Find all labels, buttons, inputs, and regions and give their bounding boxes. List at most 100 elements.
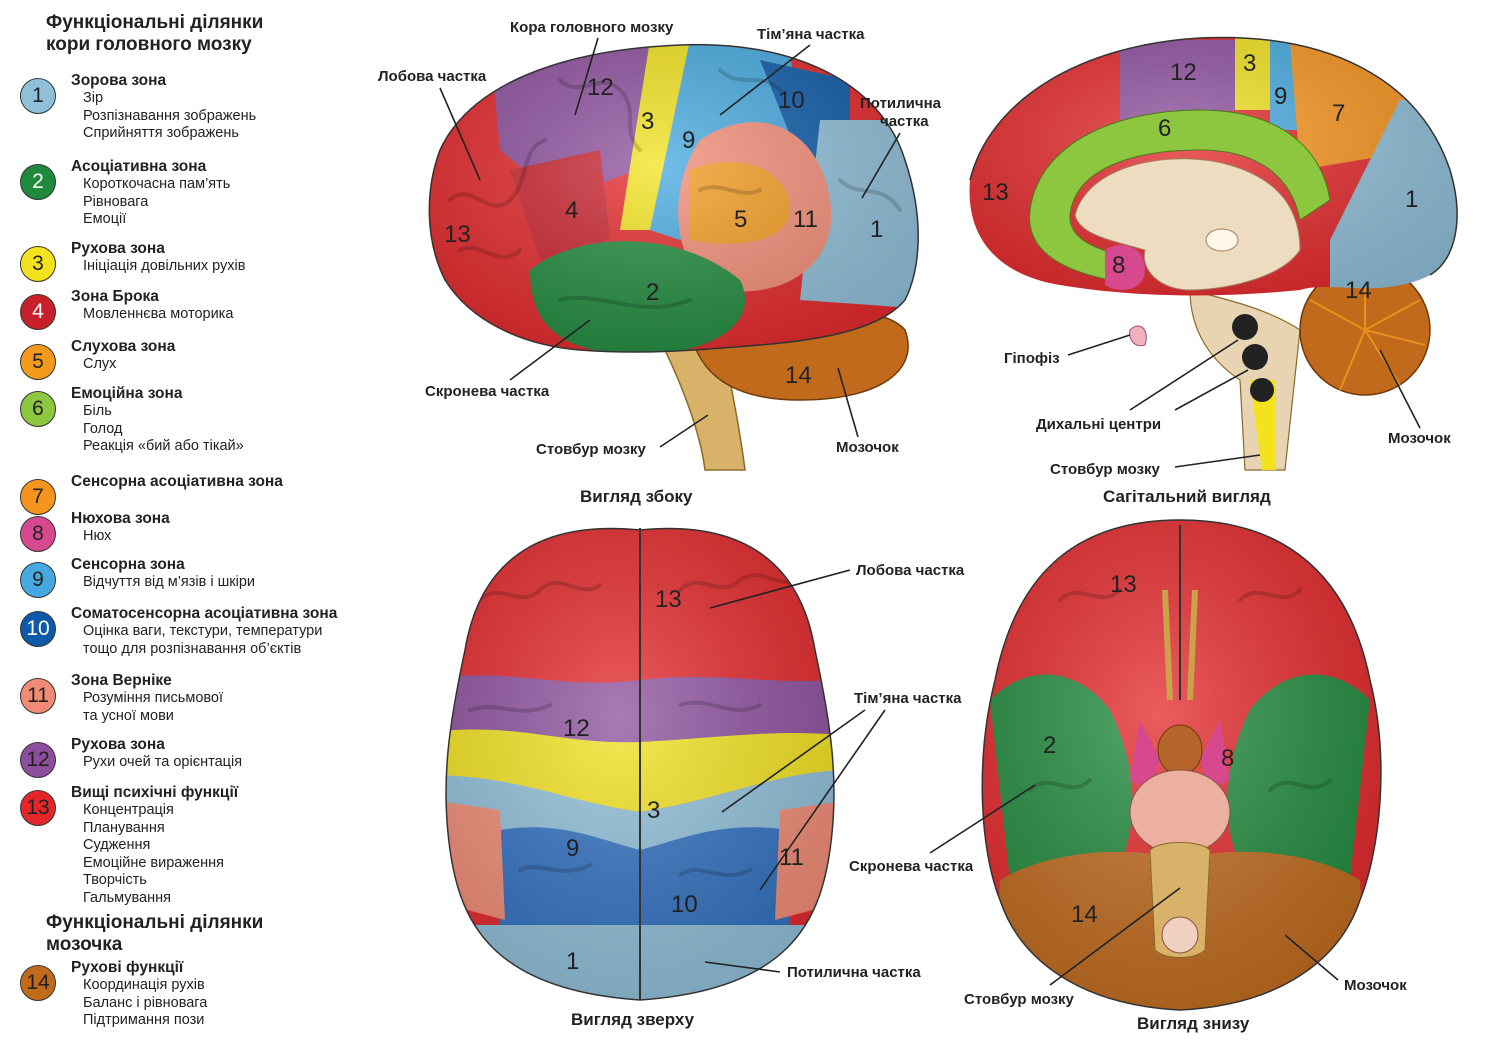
legend-item-title: Рухові функції (71, 959, 184, 976)
legend-item-description: Відчуття від м’язів і шкіри (83, 574, 255, 592)
legend-number-badge: 11 (20, 678, 56, 714)
legend-description-line: та усної мови (83, 707, 174, 724)
top-n13: 13 (655, 586, 682, 613)
top-numbers: 13 12 3 9 11 10 1 (563, 586, 804, 975)
label-top-occipital: Потилична частка (787, 964, 921, 981)
cerebellum-title-line2: мозочка (46, 934, 123, 955)
label-side-occipital-2: частка (880, 113, 929, 130)
legend-description-line: Баланс і рівновага (83, 994, 208, 1011)
sag-n12: 12 (1170, 59, 1197, 86)
legend-panel: Функціональні ділянки кори головного моз… (0, 0, 400, 1050)
label-side-frontal: Лобова частка (378, 68, 487, 85)
legend-number-badge: 7 (20, 479, 56, 515)
legend-number-badge: 14 (20, 965, 56, 1001)
cerebellum-legend-title: Функціональні ділянки мозочка (46, 912, 346, 956)
sag-n1: 1 (1405, 186, 1418, 213)
legend-description-line: Координація рухів (83, 977, 205, 993)
legend-number-badge: 8 (20, 516, 56, 552)
side-n10: 10 (778, 87, 805, 114)
side-numbers: 12 3 9 10 4 13 5 11 1 2 14 (444, 74, 883, 389)
label-top-parietal: Тім’яна частка (854, 690, 962, 707)
legend-description-line: Розуміння письмової (83, 690, 224, 706)
legend-description-line: Емоційне вираження (83, 854, 224, 871)
top-view-title: Вигляд зверху (571, 1010, 695, 1029)
side-n5: 5 (734, 206, 747, 233)
legend-description-line: Ініціація довільних рухів (83, 258, 246, 274)
side-regions (429, 44, 919, 353)
top-n9: 9 (566, 835, 579, 862)
legend-number-badge: 4 (20, 294, 56, 330)
legend-description-line: Оцінка ваги, текстури, температури (83, 623, 323, 639)
legend-number-badge: 10 (20, 611, 56, 647)
legend-number-badge: 12 (20, 742, 56, 778)
side-n9: 9 (682, 127, 695, 154)
cortex-title-line2: кори головного мозку (46, 34, 252, 55)
legend-item-title: Рухова зона (71, 736, 165, 753)
bottom-n2: 2 (1043, 732, 1056, 759)
legend-number-badge: 9 (20, 562, 56, 598)
legend-description-line: Емоції (83, 211, 127, 227)
sag-n7: 7 (1332, 100, 1345, 127)
sagittal-view: 12 3 9 7 6 13 1 8 14 Гіпофіз Дихальні це… (969, 36, 1458, 506)
legend-description-line: Зір (83, 90, 104, 106)
label-cortex: Кора головного мозку (510, 19, 674, 36)
side-n1: 1 (870, 216, 883, 243)
sagittal-view-title: Сагітальний вигляд (1103, 487, 1271, 506)
top-n3: 3 (647, 797, 660, 824)
sag-zone-8 (1105, 245, 1145, 290)
label-sag-brainstem: Стовбур мозку (1050, 461, 1161, 478)
legend-item-title: Зона Брока (71, 288, 159, 305)
legend-description-line: Сприйняття зображень (83, 125, 239, 141)
sag-n6: 6 (1158, 115, 1171, 142)
cerebellum-title-line1: Функціональні ділянки (46, 912, 264, 933)
legend-number-badge: 3 (20, 246, 56, 282)
legend-description-line: Голод (83, 420, 123, 437)
legend-description-line: Біль (83, 403, 112, 419)
label-top-frontal: Лобова частка (856, 562, 965, 579)
bottom-n14: 14 (1071, 901, 1098, 928)
legend-description-line: Концентрація (83, 802, 174, 818)
label-side-parietal: Тім’яна частка (757, 26, 865, 43)
legend-description-line: Рівновага (83, 193, 149, 210)
sag-n8: 8 (1112, 252, 1125, 279)
legend-item-title: Сенсорна асоціативна зона (71, 473, 283, 490)
top-view: 13 12 3 9 11 10 1 Лобова частка Тім’яна … (445, 527, 965, 1029)
label-bottom-temporal: Скронева частка (849, 858, 974, 875)
legend-item-title: Слухова зона (71, 338, 176, 355)
label-side-cerebellum: Мозочок (836, 439, 899, 456)
side-outline (428, 43, 919, 353)
legend-description-line: Гальмування (83, 889, 171, 906)
label-respiratory: Дихальні центри (1036, 416, 1161, 433)
label-bottom-cerebellum: Мозочок (1344, 977, 1407, 994)
side-n13: 13 (444, 221, 471, 248)
side-view: 12 3 9 10 4 13 5 11 1 2 14 Кора головног… (378, 19, 942, 506)
legend-description-line: Відчуття від м’язів і шкіри (83, 574, 255, 590)
legend-description-line: Планування (83, 819, 165, 836)
bottom-view: 13 2 8 14 Скронева частка Стовбур мозку … (849, 519, 1407, 1033)
legend-description-line: Розпізнавання зображень (83, 107, 257, 124)
side-n2: 2 (646, 279, 659, 306)
label-side-temporal: Скронева частка (425, 383, 550, 400)
legend-item-title: Зорова зона (71, 72, 167, 89)
legend-description-line: Підтримання пози (83, 1012, 205, 1028)
side-n4: 4 (565, 197, 578, 224)
legend-number-badge: 5 (20, 344, 56, 380)
label-side-occipital-1: Потилична (860, 95, 942, 112)
bottom-numbers: 13 2 8 14 (1043, 571, 1234, 928)
top-n1: 1 (566, 948, 579, 975)
legend-description-line: тощо для розпізнавання об’єктів (83, 640, 302, 657)
label-sag-cerebellum: Мозочок (1388, 430, 1451, 447)
legend-number-badge: 2 (20, 164, 56, 200)
legend-item-title: Нюхова зона (71, 510, 170, 527)
side-view-title: Вигляд збоку (580, 487, 693, 506)
bottom-n13: 13 (1110, 571, 1137, 598)
legend-item-title: Соматосенсорна асоціативна зона (71, 605, 338, 622)
